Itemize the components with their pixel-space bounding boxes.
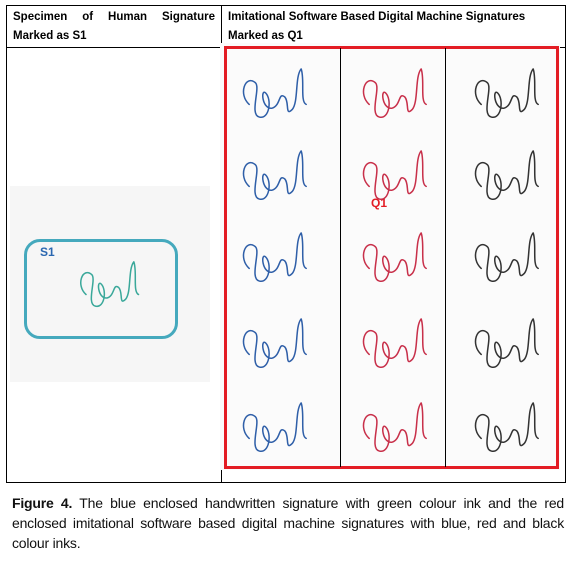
signature-blue-3 xyxy=(242,232,307,282)
questioned-column-divider-2 xyxy=(445,48,446,467)
signature-blue-1 xyxy=(242,68,307,118)
signature-red-5 xyxy=(362,402,427,452)
signature-blue-4 xyxy=(242,318,307,368)
signature-black-3 xyxy=(474,232,539,282)
signature-black-4 xyxy=(474,318,539,368)
specimen-label: S1 xyxy=(40,245,55,259)
questioned-column-divider-1 xyxy=(340,48,341,467)
signature-black-2 xyxy=(474,150,539,200)
left-column-header: Specimen of Human Signature Marked as S1 xyxy=(13,11,215,42)
signature-red-4 xyxy=(362,318,427,368)
signature-red-1 xyxy=(362,68,427,118)
caption-label: Figure 4. xyxy=(12,495,73,511)
questioned-enclosure-box xyxy=(224,46,559,469)
figure-table: Specimen of Human Signature Marked as S1… xyxy=(6,5,566,483)
figure-caption: Figure 4. The blue enclosed handwritten … xyxy=(12,493,564,553)
specimen-scan xyxy=(10,186,210,382)
specimen-signature xyxy=(80,261,140,307)
signature-red-2 xyxy=(362,150,427,200)
specimen-enclosure-box xyxy=(24,239,178,339)
caption-text: The blue enclosed handwritten signature … xyxy=(12,495,565,551)
signature-blue-2 xyxy=(242,150,307,200)
signature-blue-5 xyxy=(242,402,307,452)
signature-red-3 xyxy=(362,232,427,282)
signature-black-1 xyxy=(474,68,539,118)
questioned-scan xyxy=(220,43,560,470)
right-column-header: Imitational Software Based Digital Machi… xyxy=(228,11,526,42)
signature-black-5 xyxy=(474,402,539,452)
